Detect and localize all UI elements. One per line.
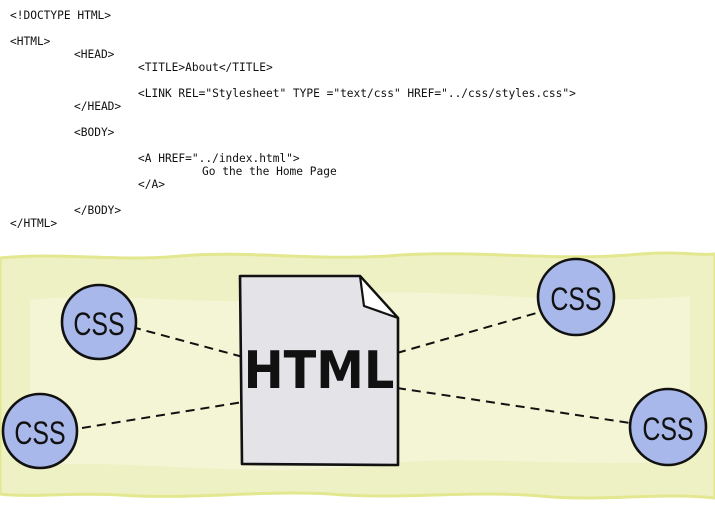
css-node: CSS (60, 283, 138, 361)
connector-line (131, 326, 244, 358)
css-node: CSS (628, 387, 708, 467)
code-line: </HTML> (10, 217, 58, 230)
code-line: <!DOCTYPE HTML> (10, 9, 112, 22)
code-line: </A> (138, 178, 165, 191)
code-line: Go the the Home Page (202, 165, 337, 178)
css-node: CSS (536, 257, 616, 337)
code-line: <LINK REL="Stylesheet" TYPE ="text/css" … (138, 87, 576, 100)
css-label: CSS (14, 416, 65, 452)
code-line: </BODY> (74, 204, 122, 217)
connector-line (81, 401, 244, 429)
code-line: </HEAD> (74, 100, 122, 113)
code-line: <BODY> (74, 126, 115, 139)
document-label: HTML (244, 340, 395, 400)
code-line: <TITLE>About</TITLE> (138, 61, 273, 74)
connector-line (396, 387, 631, 424)
css-label: CSS (73, 307, 124, 343)
code-line: <HTML> (10, 35, 51, 48)
css-label: CSS (642, 412, 693, 448)
css-node: CSS (1, 392, 79, 470)
code-line: <A HREF="../index.html"> (138, 152, 300, 165)
connector-line (396, 311, 541, 354)
html-document: HTML (238, 274, 400, 467)
folded-corner (358, 274, 400, 320)
code-line: <HEAD> (74, 48, 115, 61)
css-label: CSS (550, 282, 601, 318)
